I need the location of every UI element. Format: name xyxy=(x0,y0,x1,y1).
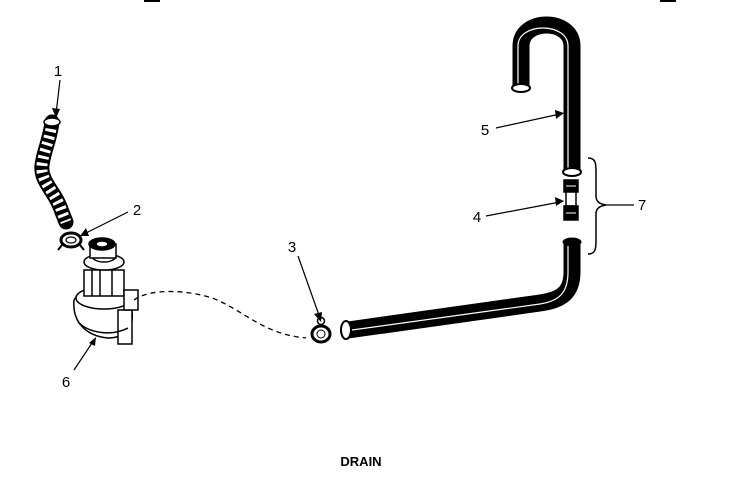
callout-3: 3 xyxy=(288,239,296,256)
diagram-caption: DRAIN xyxy=(340,454,381,469)
callout-4: 4 xyxy=(473,209,481,226)
callout-6: 6 xyxy=(62,374,70,391)
lower-drain-hose xyxy=(340,237,582,340)
callout-2: 2 xyxy=(133,202,141,219)
leader-arrowheads xyxy=(52,108,564,346)
pump-part-6 xyxy=(73,237,139,345)
corrugated-hose-part-1 xyxy=(34,114,74,230)
callout-7: 7 xyxy=(638,197,646,214)
assembly-brace-part-7 xyxy=(587,157,607,255)
hose-clamp-part-3 xyxy=(310,316,332,344)
callout-1: 1 xyxy=(54,63,62,80)
leader-lines xyxy=(55,79,634,371)
hose-clamp-part-2 xyxy=(57,231,85,251)
callout-5: 5 xyxy=(481,122,489,139)
upper-hook-hose-part-5 xyxy=(511,16,582,177)
connector-part-4 xyxy=(563,179,579,221)
dashed-connection-line xyxy=(133,290,307,339)
